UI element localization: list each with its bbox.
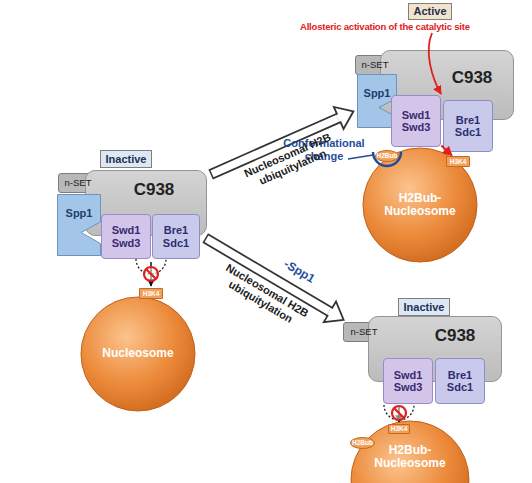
node-text: H2Bub xyxy=(377,152,398,159)
spp1-shape xyxy=(58,195,101,256)
node-text: Swd1 Swd3 xyxy=(392,109,440,133)
block-sign xyxy=(392,406,406,420)
subunit-box: Bre1 Sdc1 xyxy=(152,214,200,259)
node-text: Bre1 Sdc1 xyxy=(153,224,199,248)
node-text: H2Bub xyxy=(352,439,373,446)
node-text: n-SET xyxy=(351,327,378,337)
subunit-box: Bre1 Sdc1 xyxy=(443,100,493,152)
catalytic-pocket xyxy=(384,405,414,420)
node-text: H3K4 xyxy=(391,425,408,432)
nucleosome-circle: H2Bub-Nucleosome H2BubH3K4 xyxy=(362,147,478,263)
arrow-fill xyxy=(329,311,332,313)
node-text: Bre1 Sdc1 xyxy=(444,114,492,138)
ubiquitin-mark: H2Bub xyxy=(375,150,399,162)
node-text: Inactive xyxy=(404,301,445,313)
annotation-text: Allosteric activation of the catalytic s… xyxy=(300,22,532,33)
subunit-box: Swd1 Swd3 xyxy=(383,358,433,404)
leader-line xyxy=(348,155,373,159)
node-text: Bre1 Sdc1 xyxy=(436,369,484,393)
deletion-label: -Spp1 xyxy=(274,253,324,291)
nucleosome-circle: H2Bub-NucleosomeH2Bub H3K4 xyxy=(350,420,470,483)
node-text: Spp1 xyxy=(66,207,93,219)
node-text: Nucleosome xyxy=(102,347,173,360)
ubiquitin-oval xyxy=(376,151,399,162)
block-sign xyxy=(144,267,158,281)
methylation-arrow xyxy=(150,262,152,286)
state-label: Inactive xyxy=(100,150,152,168)
node-text: n-SET xyxy=(65,178,92,188)
subunit-box: Swd1 Swd3 xyxy=(391,95,441,147)
node-text: H2Bub-Nucleosome xyxy=(368,444,452,470)
subunit-box: Bre1 Sdc1 xyxy=(435,358,485,404)
block-sign xyxy=(394,408,404,418)
arrow-head xyxy=(334,107,353,129)
node-text: C938 xyxy=(134,181,175,200)
nucleosome-disc xyxy=(363,148,477,262)
node-text: n-SET xyxy=(362,60,389,70)
node-text: Swd1 Swd3 xyxy=(102,224,150,248)
ubiquitin-oval xyxy=(351,438,375,449)
node-text: H2Bub-Nucleosome xyxy=(380,192,460,218)
node-text: Inactive xyxy=(106,153,147,165)
arrow-fill xyxy=(338,117,341,118)
histone-mark: H3K4 xyxy=(446,156,470,167)
histone-mark: H3K4 xyxy=(139,288,163,299)
nucleosome-disc xyxy=(351,421,469,483)
ubiquitin-mark: H2Bub xyxy=(350,437,375,449)
arrow-head xyxy=(324,301,344,322)
node-text: H3K4 xyxy=(450,158,467,165)
nucleosome-disc xyxy=(81,297,195,411)
node-text: C938 xyxy=(435,327,476,346)
state-label: Active xyxy=(408,3,452,20)
state-label: Inactive xyxy=(398,298,450,316)
nucleosome-circle: Nucleosome xyxy=(80,296,196,412)
subunit-shape: Spp1 xyxy=(57,194,101,256)
catalytic-pocket xyxy=(136,259,166,274)
block-sign xyxy=(146,269,156,279)
node-text: H3K4 xyxy=(143,290,160,297)
histone-mark: H3K4 xyxy=(388,424,410,434)
node-text: C938 xyxy=(452,69,493,88)
subunit-shape-outline xyxy=(57,194,101,256)
node-text: Spp1 xyxy=(364,87,391,99)
node-text: Active xyxy=(413,5,446,17)
node-text: Swd1 Swd3 xyxy=(384,369,432,393)
subunit-box: Swd1 Swd3 xyxy=(101,214,151,259)
methylation-arrow xyxy=(398,407,400,422)
